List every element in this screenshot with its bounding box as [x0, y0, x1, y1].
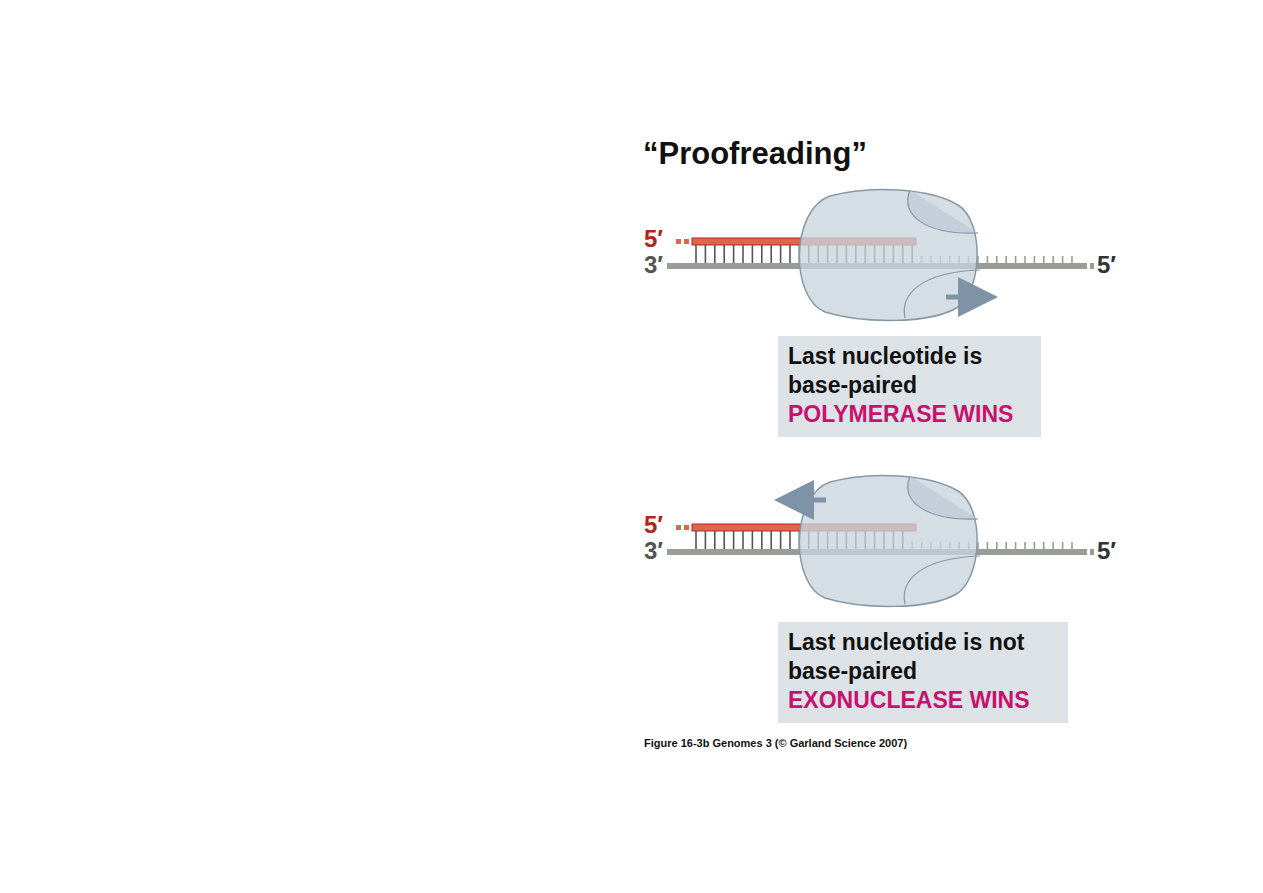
base-tick [761, 531, 763, 549]
base-tick [1034, 256, 1036, 263]
base-tick [1015, 256, 1017, 263]
strand-end-label: 3′ [644, 252, 663, 278]
base-tick [996, 542, 998, 549]
strand-end-label: 5′ [644, 226, 663, 252]
polymerase-blob [799, 476, 980, 607]
base-tick [789, 245, 791, 263]
base-tick [996, 256, 998, 263]
outcome-text: POLYMERASE WINS [788, 400, 1031, 429]
base-tick [733, 531, 735, 549]
base-tick [742, 531, 744, 549]
base-tick [1015, 542, 1017, 549]
base-tick [723, 245, 725, 263]
base-tick [1071, 256, 1073, 263]
strand-end-label: 5′ [1097, 252, 1116, 278]
base-tick [742, 245, 744, 263]
base-tick [705, 245, 707, 263]
base-tick [1052, 256, 1054, 263]
base-tick [1024, 256, 1026, 263]
outcome-text: EXONUCLEASE WINS [788, 686, 1058, 715]
caption-box: Last nucleotide is not base-pairedEXONUC… [778, 622, 1068, 723]
base-tick [1005, 256, 1007, 263]
base-tick [1034, 542, 1036, 549]
base-tick [780, 245, 782, 263]
polymerase-blob [799, 190, 980, 321]
base-tick [714, 245, 716, 263]
base-tick [752, 245, 754, 263]
base-tick [987, 542, 989, 549]
base-tick [714, 531, 716, 549]
diagram-title: “Proofreading” [643, 136, 867, 172]
base-tick [695, 245, 697, 263]
base-tick [1005, 542, 1007, 549]
base-tick [1024, 542, 1026, 549]
base-tick [770, 531, 772, 549]
base-tick [761, 245, 763, 263]
strand-end-label: 3′ [644, 538, 663, 564]
base-tick [752, 531, 754, 549]
base-tick [1062, 256, 1064, 263]
caption-box: Last nucleotide is base-pairedPOLYMERASE… [778, 336, 1041, 437]
base-tick [1043, 256, 1045, 263]
base-tick [780, 531, 782, 549]
strand-end-label: 5′ [644, 512, 663, 538]
base-tick [723, 531, 725, 549]
condition-text: Last nucleotide is not base-paired [788, 628, 1058, 686]
condition-text: Last nucleotide is base-paired [788, 342, 1031, 400]
base-tick [695, 531, 697, 549]
base-tick [1052, 542, 1054, 549]
base-tick [705, 531, 707, 549]
base-tick [789, 531, 791, 549]
base-tick [733, 245, 735, 263]
base-tick [1071, 542, 1073, 549]
base-tick [987, 256, 989, 263]
base-tick [1062, 542, 1064, 549]
base-tick [770, 245, 772, 263]
backward-arrow [784, 498, 826, 503]
figure-caption: Figure 16-3b Genomes 3 (© Garland Scienc… [644, 737, 907, 749]
strand-end-label: 5′ [1097, 538, 1116, 564]
base-tick [1043, 542, 1045, 549]
forward-arrow [946, 295, 988, 300]
